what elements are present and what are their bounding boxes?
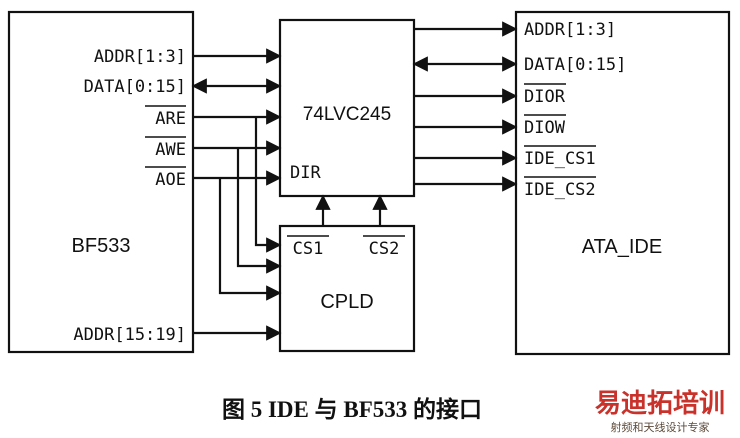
- cpld-label: CPLD: [320, 291, 373, 313]
- bf533-pin-addr13: ADDR[1:3]: [94, 47, 186, 67]
- watermark-brand: 易迪拓培训: [595, 388, 725, 418]
- watermark-tagline: 射频和天线设计专家: [611, 420, 710, 434]
- cpld-pin-cs2: CS2: [369, 239, 400, 259]
- buffer-label: 74LVC245: [303, 104, 391, 125]
- ata-pin-ide-cs1: IDE_CS1: [524, 149, 596, 169]
- wire-awe-cpld: [236, 148, 282, 274]
- ata-ide-block: [514, 10, 731, 356]
- cpld-block: [278, 224, 416, 353]
- ata-ide-label: ATA_IDE: [582, 236, 662, 258]
- bf533-pin-are: ARE: [155, 109, 186, 129]
- buffer-74lvc245-block: [278, 18, 416, 198]
- wire-aoe-cpld: [218, 178, 282, 301]
- ata-pin-dior: DIOR: [524, 87, 566, 107]
- cpld-pin-cs1: CS1: [293, 239, 324, 259]
- ata-pin-ide-cs2: IDE_CS2: [524, 180, 596, 200]
- bf533-pin-data015: DATA[0:15]: [84, 77, 186, 97]
- ata-pin-addr13: ADDR[1:3]: [524, 20, 616, 40]
- bf533-pin-addr1519: ADDR[15:19]: [73, 325, 186, 345]
- ata-pin-diow: DIOW: [524, 118, 566, 138]
- buffer-pin-dir: DIR: [290, 163, 321, 183]
- wire-are-cpld: [254, 117, 282, 253]
- bf533-label: BF533: [72, 235, 131, 257]
- bf533-block: [7, 10, 195, 354]
- ata-pin-data015: DATA[0:15]: [524, 55, 626, 75]
- bf533-pin-aoe: AOE: [155, 170, 186, 190]
- bf533-pin-awe: AWE: [155, 140, 186, 160]
- figure-caption: 图 5 IDE 与 BF533 的接口: [222, 396, 482, 422]
